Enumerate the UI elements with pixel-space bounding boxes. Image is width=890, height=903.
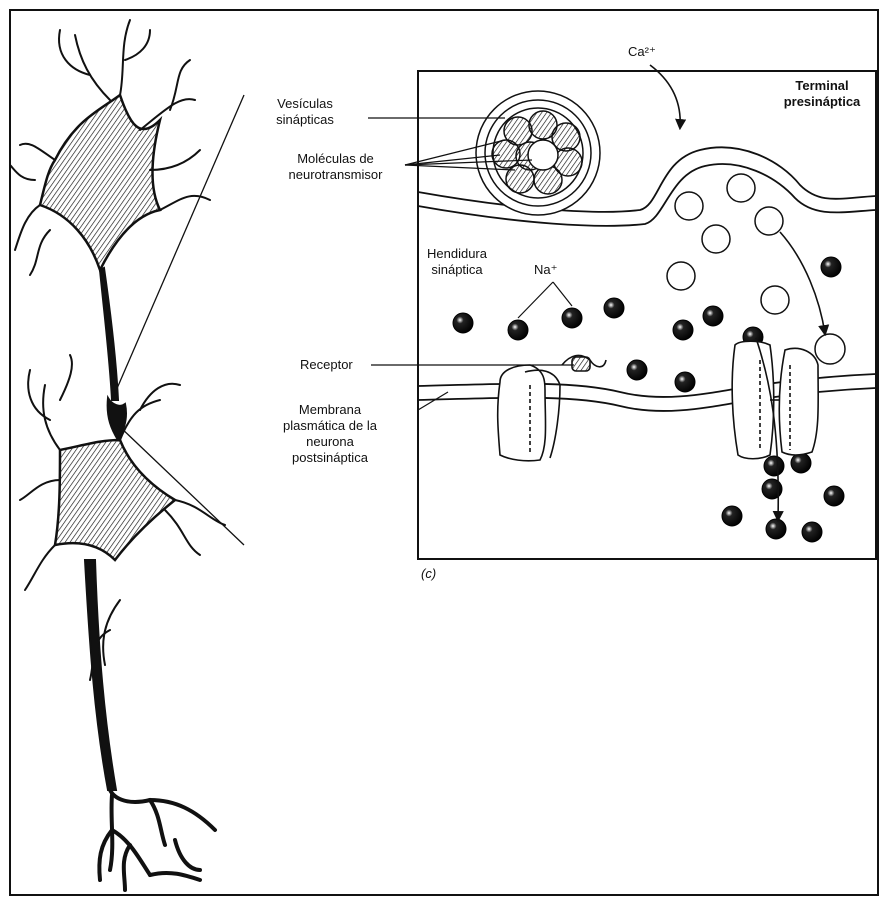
neuron-illustration — [10, 20, 225, 890]
label-receptor: Receptor — [300, 357, 353, 373]
upper-soma — [40, 95, 160, 270]
label-hendidura: Hendidura sináptica — [418, 246, 496, 278]
label-moleculas: Moléculas de neurotransmisor — [268, 151, 403, 183]
label-vesiculas: Vesículas sinápticas — [250, 96, 360, 128]
axon-segment — [100, 268, 118, 400]
lower-soma — [55, 440, 175, 560]
synaptic-vesicle-cluster — [476, 91, 600, 215]
label-ca: Ca²⁺ — [628, 44, 656, 60]
label-panel-c: (c) — [421, 566, 436, 582]
label-terminal: Terminal presináptica — [772, 78, 872, 110]
long-axon — [85, 560, 116, 790]
label-na: Na⁺ — [534, 262, 557, 278]
label-membrana: Membrana plasmática de la neurona postsi… — [260, 402, 400, 466]
